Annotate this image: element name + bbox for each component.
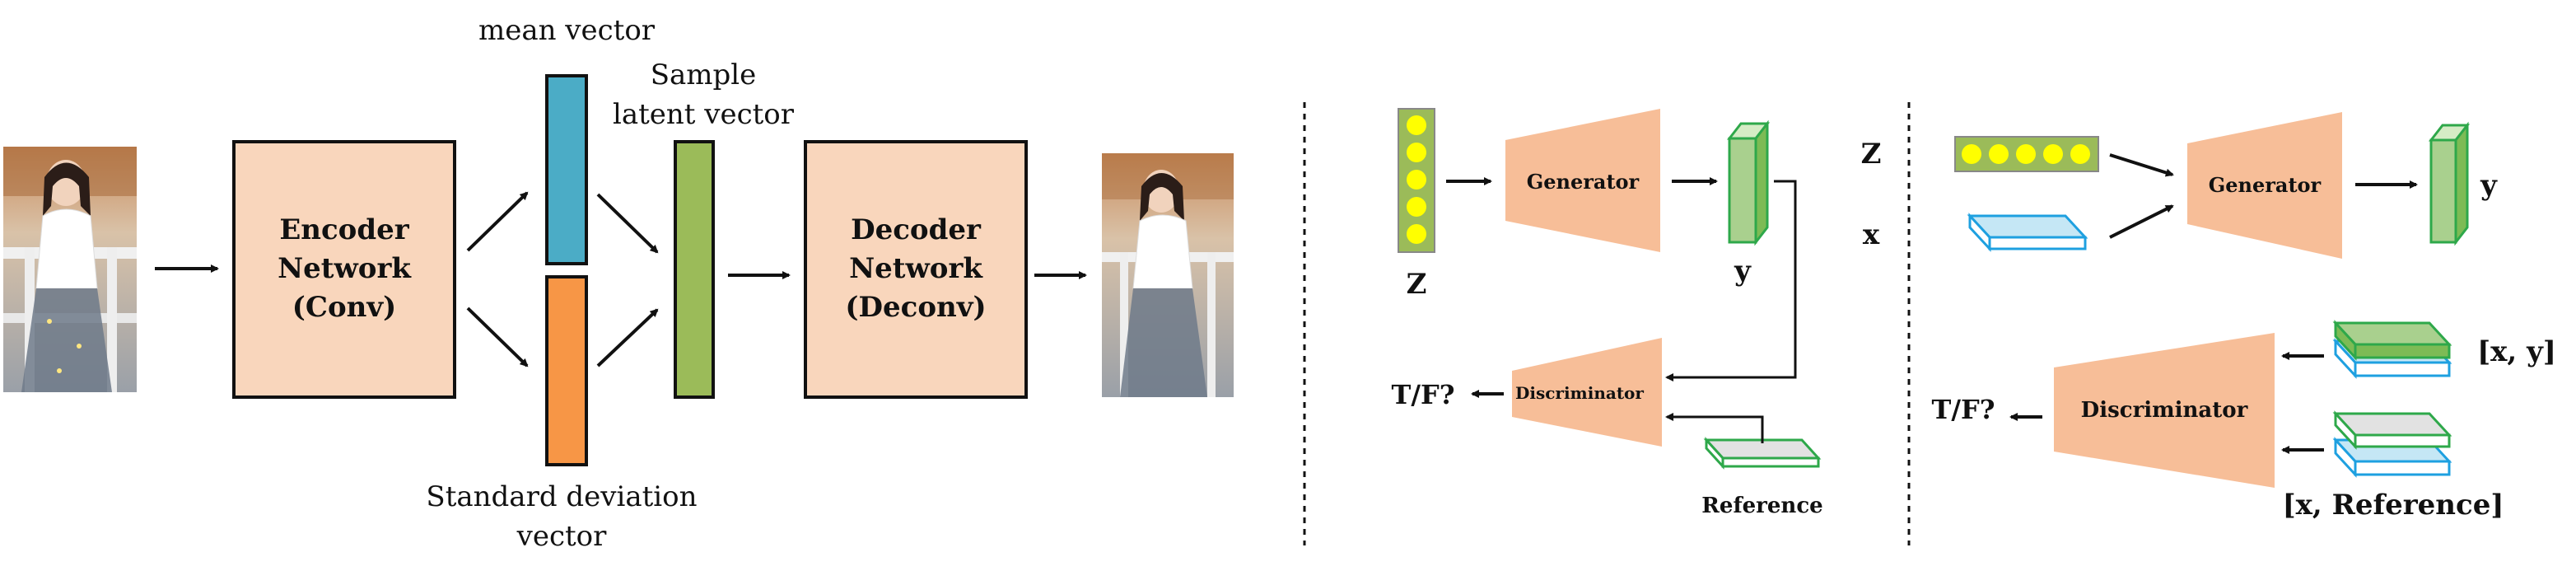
arrow-cgan-z-to-generator bbox=[2109, 153, 2174, 177]
arrow-encoder-to-std bbox=[466, 307, 529, 367]
y-label: y bbox=[1734, 255, 1752, 288]
sample-label-line1: Sample bbox=[651, 59, 757, 91]
cgan-discriminator-trapezoid bbox=[2054, 333, 2275, 488]
std-label-line1: Standard deviation bbox=[426, 480, 697, 513]
latent-vector bbox=[674, 140, 715, 399]
arrow-reference-to-discriminator bbox=[1665, 413, 1764, 443]
cgan-xy-label: [x, y] bbox=[2477, 335, 2556, 368]
encoder-label-line3: (Conv) bbox=[292, 291, 396, 324]
z-label: Z bbox=[1407, 268, 1427, 301]
tf-label: T/F? bbox=[1392, 379, 1455, 410]
generator-trapezoid bbox=[1505, 109, 1660, 252]
reference-box bbox=[1703, 437, 1822, 470]
encoder-block: Encoder Network (Conv) bbox=[232, 140, 456, 399]
cgan-x-input-box bbox=[1967, 213, 2088, 252]
cgan-discriminator-label: Discriminator bbox=[2081, 398, 2248, 423]
cgan-generator-trapezoid bbox=[2187, 112, 2342, 259]
panel-cgan: Z x Generator y Discriminator bbox=[1861, 112, 2556, 522]
cgan-xref-label: [x, Reference] bbox=[2283, 489, 2504, 522]
decoder-label-line1: Decoder bbox=[851, 213, 982, 246]
arrow-mean-to-latent bbox=[596, 193, 659, 254]
std-vector bbox=[545, 275, 588, 466]
decoder-label-line3: (Deconv) bbox=[845, 291, 986, 324]
generator-label: Generator bbox=[1527, 170, 1640, 194]
decoder-block: Decoder Network (Deconv) bbox=[804, 140, 1028, 399]
cgan-z-label: Z bbox=[1861, 138, 1882, 171]
cgan-tf-label: T/F? bbox=[1932, 394, 1995, 425]
discriminator-label: Discriminator bbox=[1515, 383, 1644, 403]
sample-label-line2: latent vector bbox=[613, 98, 795, 131]
std-label-line2: vector bbox=[516, 520, 608, 553]
arrow-encoder-to-mean bbox=[466, 191, 529, 252]
arrow-y-to-discriminator bbox=[1665, 180, 1797, 381]
discriminator-trapezoid bbox=[1512, 338, 1662, 447]
arrow-cgan-x-to-generator bbox=[2109, 204, 2174, 239]
cgan-y-output-box bbox=[2428, 121, 2471, 246]
output-photo bbox=[1102, 153, 1234, 397]
cgan-x-label: x bbox=[1863, 218, 1880, 251]
panel-gan: Z Generator y Discriminator T/F? Referen… bbox=[1392, 108, 1823, 518]
panel-vae: Encoder Network (Conv) mean vector Stand… bbox=[3, 14, 1234, 553]
mean-vector-label: mean vector bbox=[478, 14, 656, 47]
cgan-z-noise-vector bbox=[1954, 136, 2099, 172]
cgan-generator-label: Generator bbox=[2209, 173, 2322, 197]
encoder-label-line1: Encoder bbox=[279, 213, 409, 246]
z-noise-vector bbox=[1398, 108, 1435, 253]
mean-vector bbox=[545, 74, 588, 265]
cgan-xy-pair bbox=[2332, 320, 2452, 379]
decoder-label-line2: Network bbox=[849, 252, 983, 285]
encoder-label-line2: Network bbox=[278, 252, 412, 285]
reference-label: Reference bbox=[1701, 494, 1822, 518]
input-photo bbox=[3, 147, 137, 392]
cgan-xref-pair bbox=[2332, 410, 2452, 478]
cgan-y-label: y bbox=[2480, 169, 2498, 202]
arrow-std-to-latent bbox=[596, 308, 659, 367]
y-output-box bbox=[1726, 119, 1771, 246]
